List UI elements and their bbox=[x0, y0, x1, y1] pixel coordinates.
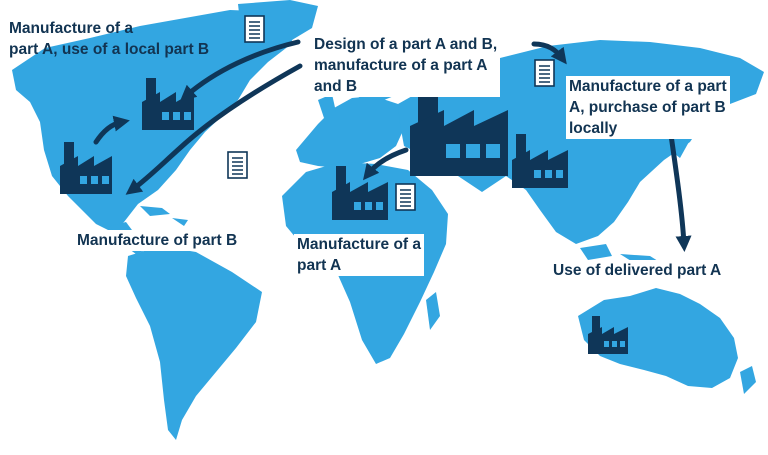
caribbean-islands bbox=[140, 206, 188, 226]
factory-icon bbox=[588, 316, 628, 354]
arrow-icon bbox=[179, 39, 301, 102]
documents bbox=[227, 15, 555, 211]
label-africa-manufacture: Manufacture of a part A bbox=[294, 234, 425, 276]
label-europe-design: Design of a part A and B, manufacture of… bbox=[311, 34, 501, 97]
arrows bbox=[93, 39, 692, 252]
label-asia-use: Use of delivered part A bbox=[550, 260, 725, 281]
label-usa-manufacture: Manufacture of a part A, use of a local … bbox=[9, 20, 210, 58]
label-mexico-manufacture: Manufacture of part B bbox=[74, 230, 241, 251]
arrow-icon bbox=[125, 63, 303, 195]
arrow-icon bbox=[93, 115, 130, 145]
factory-icon bbox=[60, 142, 112, 194]
factory-icon bbox=[332, 166, 388, 220]
madagascar bbox=[426, 292, 440, 330]
continent-europe bbox=[296, 96, 406, 168]
arrow-icon bbox=[363, 147, 409, 181]
continent-south-america bbox=[126, 246, 262, 440]
document-icon bbox=[227, 151, 248, 179]
factory-icon bbox=[512, 134, 568, 188]
new-zealand bbox=[740, 366, 756, 394]
arrow-icon bbox=[531, 41, 567, 65]
document-icon bbox=[395, 183, 416, 211]
factories bbox=[60, 78, 628, 354]
continent-australia bbox=[578, 288, 738, 388]
arrow-icon bbox=[667, 125, 692, 252]
factory-icon bbox=[410, 84, 508, 176]
factory-icon bbox=[142, 78, 194, 130]
label-russia-manufacture: Manufacture of a part A, purchase of par… bbox=[566, 76, 730, 139]
document-icon bbox=[534, 59, 555, 87]
uk-ireland bbox=[318, 94, 336, 118]
document-icon bbox=[244, 15, 265, 43]
indonesia bbox=[580, 244, 666, 280]
